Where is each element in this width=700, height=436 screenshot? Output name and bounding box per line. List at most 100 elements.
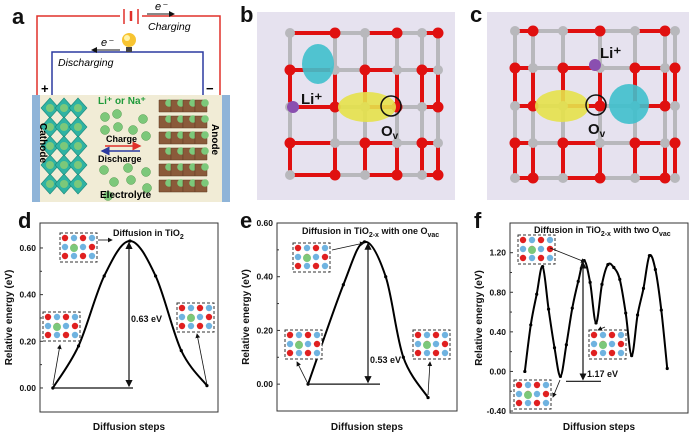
data-point (612, 265, 616, 270)
atom (441, 340, 449, 348)
cyan-charge-lobe (609, 84, 649, 124)
battery-icon (120, 8, 142, 24)
oxygen-atom (659, 172, 671, 184)
electrolyte-ion (126, 175, 136, 185)
pointer-arrow (427, 361, 433, 396)
atom (62, 322, 70, 330)
atom (205, 322, 213, 330)
intercalated-ion (201, 115, 209, 123)
data-point (576, 279, 580, 283)
data-point (76, 344, 81, 348)
atom (71, 322, 79, 330)
titanium-atom (417, 28, 427, 38)
panel-a-battery-schematic: a e⁻ Charging e⁻ Discharging + − Li⁺ or … (12, 1, 230, 202)
electrolyte-ion (123, 163, 133, 173)
atom (88, 252, 96, 260)
structure-inset (284, 329, 323, 360)
anode-label: Anode (209, 124, 220, 156)
structure-inset (59, 232, 98, 263)
electrolyte-ion (103, 191, 113, 201)
atom (537, 236, 545, 244)
data-point (588, 280, 592, 284)
data-point (51, 386, 55, 390)
titanium-atom (433, 65, 443, 75)
data-point (552, 346, 557, 350)
atom (303, 244, 311, 252)
titanium-atom (433, 138, 443, 148)
atom (599, 349, 607, 357)
atom (533, 399, 541, 407)
atom (414, 340, 422, 348)
atom (196, 313, 204, 321)
li-label: Li⁺ (301, 91, 322, 108)
panel-label-d: d (18, 208, 31, 233)
titanium-atom (660, 63, 670, 73)
barrier-label: 0.63 eV (131, 314, 162, 324)
titanium-atom (670, 26, 680, 36)
atom (205, 313, 213, 321)
title-subscript: 2-x (369, 232, 379, 239)
atom (294, 253, 302, 261)
intercalated-ion (201, 163, 209, 171)
titanium-atom (417, 170, 427, 180)
panel-label-b: b (240, 2, 253, 27)
data-point (426, 395, 430, 400)
oxygen-atom (432, 101, 444, 113)
atom (196, 304, 204, 312)
data-point (647, 254, 652, 258)
title-text: with two O (611, 225, 659, 235)
titanium-atom (330, 138, 340, 148)
data-point (102, 274, 106, 278)
cyan-charge-lobe (302, 44, 334, 84)
positive-terminal: + (41, 81, 49, 96)
plot-frame (276, 222, 458, 412)
atom (304, 331, 312, 339)
atom (524, 381, 532, 389)
atom (79, 252, 87, 260)
tio2-lattice (284, 27, 444, 181)
panel-label-a: a (12, 4, 25, 29)
data-point (179, 349, 183, 353)
atom (542, 381, 550, 389)
atom (519, 245, 527, 253)
intercalated-ion (201, 99, 209, 107)
titanium-atom (595, 138, 605, 148)
atom (546, 236, 554, 244)
atom (528, 236, 536, 244)
lithium-atom (53, 323, 61, 331)
titanium-atom (360, 170, 370, 180)
intercalated-ion (60, 104, 68, 112)
atom (178, 322, 186, 330)
structure-inset (513, 379, 552, 410)
data-point (570, 306, 574, 310)
lightbulb-icon (122, 33, 136, 52)
oxygen-atom (391, 27, 403, 39)
x-axis-label: Diffusion steps (93, 422, 166, 433)
data-point (600, 282, 604, 286)
oxygen-vacancy-marker (380, 95, 402, 117)
data-point (558, 374, 563, 378)
atom (617, 349, 625, 357)
intercalated-ion (60, 180, 68, 188)
lithium-atom (524, 391, 532, 399)
structure-inset (588, 329, 627, 360)
titanium-atom (528, 63, 538, 73)
data-point (535, 292, 539, 296)
yellow-charge-lobe (338, 92, 396, 122)
electrolyte-ion (100, 112, 110, 122)
titanium-atom (660, 138, 670, 148)
y-tick-label: 1.20 (489, 248, 506, 258)
intercalated-ion (60, 161, 68, 169)
y-tick-label: 0.60 (19, 243, 36, 253)
electron-label-discharging: e⁻ (101, 37, 114, 49)
intercalated-ion (74, 180, 82, 188)
atom (294, 244, 302, 252)
oxygen-atom (416, 137, 428, 149)
intercalated-ion (46, 123, 54, 131)
title-subscript: 2-x (601, 231, 611, 238)
x-axis-label: Diffusion steps (563, 422, 636, 433)
y-tick-label: 0.00 (19, 383, 36, 393)
titanium-atom (510, 26, 520, 36)
